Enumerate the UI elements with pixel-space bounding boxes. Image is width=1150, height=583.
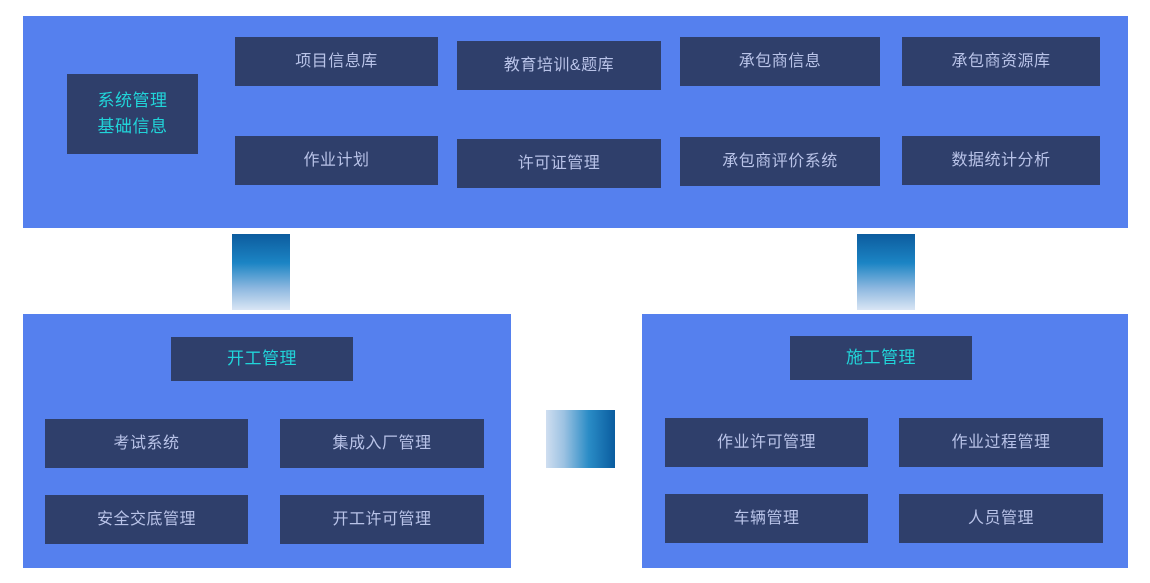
startup-management-panel: 开工管理 考试系统 集成入厂管理 安全交底管理 开工许可管理 <box>23 314 511 568</box>
root-node-line-2: 基础信息 <box>97 117 168 136</box>
node-work-plan[interactable]: 作业计划 <box>235 136 438 185</box>
node-label: 承包商评价系统 <box>722 152 838 170</box>
node-label: 项目信息库 <box>295 52 378 70</box>
node-label: 作业计划 <box>303 151 370 169</box>
node-label: 作业过程管理 <box>951 433 1051 451</box>
node-label: 许可证管理 <box>517 154 601 172</box>
construction-management-panel: 施工管理 作业许可管理 作业过程管理 车辆管理 人员管理 <box>642 314 1128 568</box>
node-label: 集成入厂管理 <box>332 434 432 452</box>
right-panel-header[interactable]: 施工管理 <box>790 336 972 380</box>
node-education-training-question-bank[interactable]: 教育培训&题库 <box>457 41 661 90</box>
node-contractor-resource-library[interactable]: 承包商资源库 <box>902 37 1100 86</box>
node-work-permit-management[interactable]: 作业许可管理 <box>665 418 868 467</box>
node-permit-management[interactable]: 许可证管理 <box>457 139 661 188</box>
node-label: 承包商信息 <box>738 52 822 70</box>
node-label: 考试系统 <box>113 434 180 452</box>
node-label: 数据统计分析 <box>951 151 1051 169</box>
node-label: 教育培训&题库 <box>503 56 615 74</box>
left-panel-header[interactable]: 开工管理 <box>171 337 353 381</box>
system-management-panel: 系统管理基础信息 项目信息库 教育培训&题库 承包商信息 承包商资源库 作业计划… <box>23 16 1128 228</box>
node-contractor-info[interactable]: 承包商信息 <box>680 37 880 86</box>
node-exam-system[interactable]: 考试系统 <box>45 419 248 468</box>
node-project-info-library[interactable]: 项目信息库 <box>235 37 438 86</box>
node-data-statistics-analysis[interactable]: 数据统计分析 <box>902 136 1100 185</box>
node-label: 人员管理 <box>967 509 1034 527</box>
node-contractor-evaluation-system[interactable]: 承包商评价系统 <box>680 137 880 186</box>
left-panel-header-label: 开工管理 <box>227 348 297 368</box>
node-integrated-plant-entry-management[interactable]: 集成入厂管理 <box>280 419 484 468</box>
node-label: 车辆管理 <box>733 509 800 527</box>
node-startup-permit-management[interactable]: 开工许可管理 <box>280 495 484 544</box>
connector-arrow-left-to-right-icon <box>546 410 615 468</box>
node-label: 作业许可管理 <box>716 433 816 451</box>
connector-arrow-top-to-right-icon <box>857 234 915 310</box>
root-node-label: 系统管理基础信息 <box>98 88 168 141</box>
root-node-system-management[interactable]: 系统管理基础信息 <box>67 74 198 154</box>
node-safety-briefing-management[interactable]: 安全交底管理 <box>45 495 248 544</box>
node-label: 开工许可管理 <box>332 510 432 528</box>
node-work-process-management[interactable]: 作业过程管理 <box>899 418 1103 467</box>
node-label: 安全交底管理 <box>96 510 196 528</box>
node-vehicle-management[interactable]: 车辆管理 <box>665 494 868 543</box>
right-panel-header-label: 施工管理 <box>846 347 916 367</box>
connector-arrow-top-to-left-icon <box>232 234 290 310</box>
node-label: 承包商资源库 <box>951 52 1051 70</box>
root-node-line-1: 系统管理 <box>97 90 168 110</box>
node-personnel-management[interactable]: 人员管理 <box>899 494 1103 543</box>
